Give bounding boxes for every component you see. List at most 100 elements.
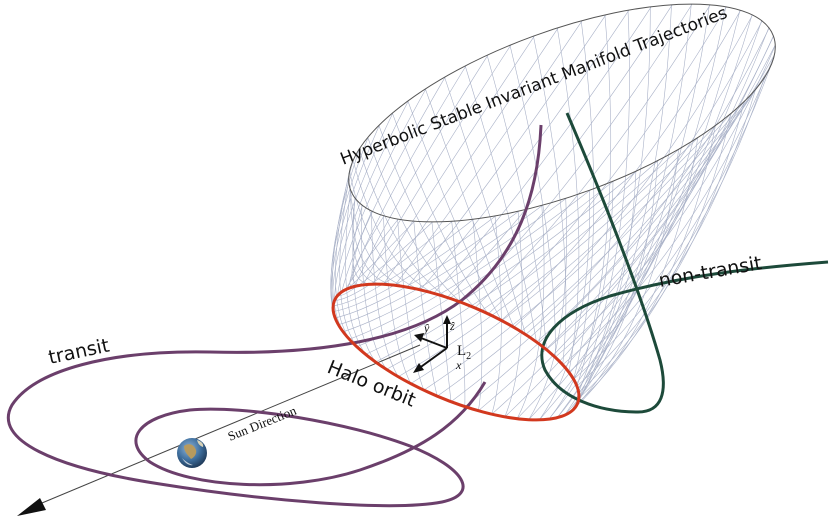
manifold-mesh-line [371,210,399,377]
l2-label: L2 [457,343,471,362]
manifold-mesh-line [337,88,427,296]
sun-direction-arrowhead-icon [17,498,46,516]
manifold-mesh-line [578,10,630,393]
manifold-mesh-line [337,221,433,297]
manifold-mesh-line [358,149,448,298]
non-transit-label: non-transit [657,252,763,292]
manifold-mesh-line [557,27,580,373]
z-axis-arrowhead-icon [443,315,451,324]
manifold-mesh-line [576,89,756,387]
manifold-mesh-line [513,14,753,328]
invariant-manifold-mesh [330,3,776,421]
manifold-mesh-line [464,65,537,343]
x-axis-label: x [455,358,462,372]
manifold-mesh-line [398,136,699,377]
manifold-mesh-line [352,197,376,363]
manifold-mesh-line [423,112,732,391]
manifold-title-label: Hyperbolic Stable Invariant Manifold Tra… [338,3,731,170]
y-axis-arrow [420,337,448,349]
sun-direction-line [29,344,421,509]
manifold-mesh-line [578,113,732,399]
manifold-mesh-line [367,137,462,303]
manifold-mesh-line [546,36,774,350]
manifold-mesh-line [577,4,672,404]
manifold-mesh-line [444,77,526,335]
manifold-mesh-line [332,159,354,332]
manifold-mesh-line [406,14,607,288]
manifold-mesh-line [528,27,770,420]
manifold-mesh-line [450,88,757,402]
manifold-mesh-line [394,20,583,286]
manifold-mesh-line [350,190,395,286]
manifold-mesh-line [504,44,776,418]
manifold-mesh-line [491,215,502,415]
halo-orbit [331,282,581,422]
manifold-mesh-line [347,65,467,289]
manifold-mesh-line [341,76,446,292]
manifold-mesh-line [332,112,394,306]
manifold-mesh-line [335,170,350,340]
transit-label: transit [46,335,111,369]
manifold-mesh-line [478,65,772,411]
manifold-mesh-line [334,220,453,301]
manifold-mesh-line [378,125,476,309]
manifold-mesh-line [533,36,567,365]
manifold-mesh-line [348,180,408,288]
manifold-mesh-line [446,4,673,298]
manifold-mesh-line [372,35,535,285]
x-axis-arrowhead-icon [413,363,424,373]
manifold-mesh-line [333,218,474,306]
manifold-mesh-line [578,101,745,393]
manifold-mesh-line [564,6,727,416]
manifold-mesh-line [578,6,651,399]
manifold-mesh-line [573,20,595,380]
manifold-mesh-line [536,27,770,343]
manifold-mesh-line [557,171,637,418]
manifold-mesh-line [392,113,489,315]
y-axis-label: ŷ [423,321,430,335]
manifold-mesh-line [365,170,638,355]
manifold-mesh-line [576,14,612,387]
manifold-mesh-line [425,88,515,328]
manifold-mesh-line [486,55,547,350]
manifold-mesh-line [539,190,590,421]
manifold-mesh-line [343,197,567,333]
manifold-mesh-line [516,205,545,419]
l2-axes [413,315,451,373]
manifold-mesh-line [407,100,502,321]
manifold-mesh-line [335,210,520,319]
manifold-mesh-line [555,45,776,358]
y-axis-arrowhead-icon [414,333,424,342]
manifold-mesh-line [516,35,774,419]
manifold-mesh-line [352,160,434,294]
manifold-mesh-line [356,180,615,348]
manifold-mesh-line [574,4,692,409]
manifold-mesh-line [362,44,512,285]
manifold-mesh-line [354,54,489,287]
manifold-mesh-line [451,221,466,407]
manifold-mesh-line [504,211,523,418]
manifold-mesh-line [573,77,765,380]
manifold-mesh-line [562,55,775,366]
manifold-mesh-line [410,124,717,384]
non-transit-trajectory [540,112,829,414]
halo-orbit-label: Halo orbit [324,356,419,411]
manifold-mesh-line [386,148,680,370]
manifold-mesh-line [472,219,483,411]
manifold-mesh-line [339,180,358,347]
manifold-mesh-line [528,198,567,420]
manifold-mesh-line [525,20,763,335]
manifold-mesh-line [349,171,421,291]
z-axis-label: ẑ [449,319,455,333]
earth-globe-icon [177,438,207,468]
manifold-mesh-line [557,10,741,418]
manifold-mesh-line [464,76,766,407]
manifold-mesh-line [331,124,380,312]
manifold-mesh-line [539,20,762,421]
manifold-mesh-line [487,6,727,315]
manifold-mesh-line [491,54,775,415]
x-axis-arrow [417,347,448,370]
manifold-mesh-line [570,4,710,413]
manifold-mesh-line [383,27,559,285]
